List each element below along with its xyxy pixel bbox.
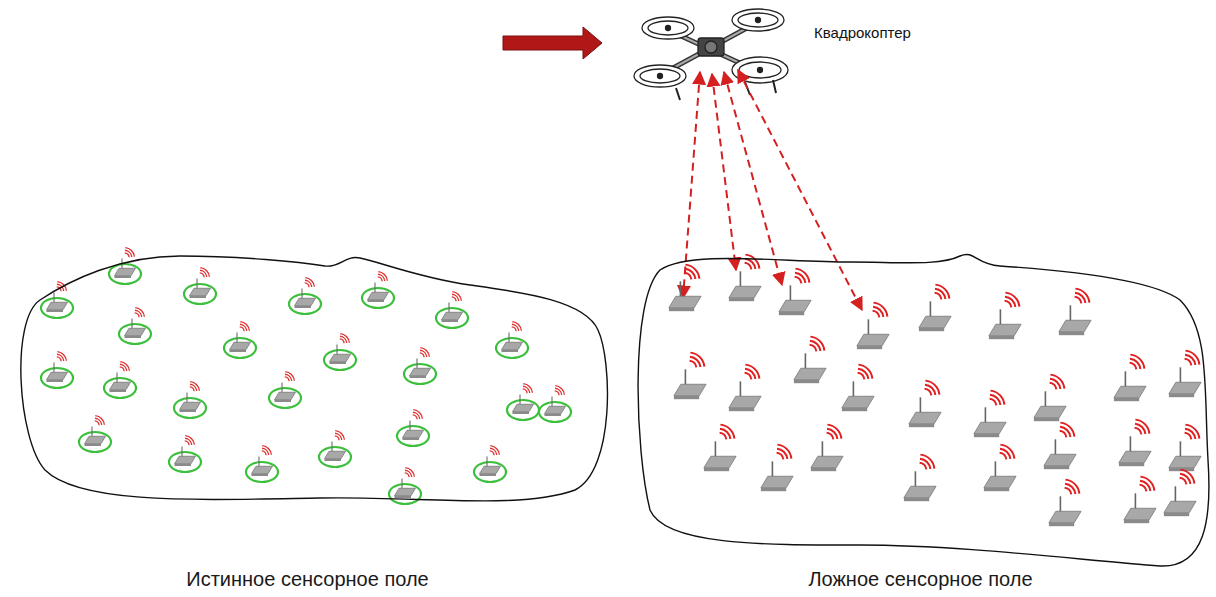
sensor-node <box>224 322 256 358</box>
sensor-node <box>1164 470 1196 517</box>
sensor-node <box>984 445 1016 492</box>
sensor-node <box>1059 289 1091 336</box>
sensor-node <box>729 365 761 412</box>
field-outline <box>625 246 1216 595</box>
sensor-node <box>857 303 889 350</box>
sensor-node <box>507 384 539 420</box>
sensor-node <box>79 416 111 452</box>
sensor-node <box>269 372 301 408</box>
sensor-node <box>246 446 278 482</box>
sensor-node <box>436 292 468 328</box>
sensor-node <box>669 265 701 312</box>
sensor-node <box>989 293 1021 340</box>
sensor-node <box>496 322 528 358</box>
sensor-node <box>119 308 151 344</box>
sensor-node <box>729 255 761 302</box>
field-outline <box>0 236 615 595</box>
sensor-node <box>404 348 436 384</box>
sensor-node <box>904 455 936 502</box>
sensor-node <box>794 337 826 384</box>
radio-link <box>683 70 862 310</box>
sensor-node <box>474 446 506 482</box>
sensor-node <box>1114 355 1146 402</box>
sensor-field-region: Ложное сенсорное поле <box>625 246 1216 595</box>
sensor-node <box>1044 423 1076 470</box>
sensor-node <box>761 445 793 492</box>
sensor-node <box>184 268 216 304</box>
field-caption: Ложное сенсорное поле <box>625 568 1216 591</box>
sensor-node <box>1169 351 1201 398</box>
sensor-field-region: Истинное сенсорное поле <box>0 236 615 595</box>
sensor-node <box>289 278 321 314</box>
sensor-group <box>41 248 1201 527</box>
sensor-node <box>1119 420 1151 467</box>
sensor-node <box>397 410 429 446</box>
field-caption: Истинное сенсорное поле <box>0 568 615 591</box>
sensor-node <box>174 382 206 418</box>
sensor-node <box>1169 425 1201 472</box>
sensor-node <box>104 362 136 398</box>
sensor-node <box>919 285 951 332</box>
sensor-node <box>842 365 874 412</box>
sensor-node <box>1034 375 1066 422</box>
quadcopter-icon <box>634 9 788 100</box>
sensor-node <box>41 352 73 388</box>
sensor-node <box>779 269 811 316</box>
device-label: Квадрокоптер <box>814 24 911 41</box>
direction-arrow <box>503 27 602 59</box>
sensor-node <box>1049 480 1081 527</box>
sensor-node <box>362 272 394 308</box>
sensor-node <box>974 391 1006 438</box>
sensor-node <box>169 436 201 472</box>
sensor-node <box>811 425 843 472</box>
sensor-node <box>909 381 941 428</box>
sensor-node <box>41 282 73 318</box>
sensor-node <box>539 386 571 422</box>
sensor-node <box>1124 477 1156 524</box>
sensor-node <box>674 353 706 400</box>
sensor-node <box>319 431 351 467</box>
sensor-node <box>704 425 736 472</box>
sensor-node <box>324 334 356 370</box>
